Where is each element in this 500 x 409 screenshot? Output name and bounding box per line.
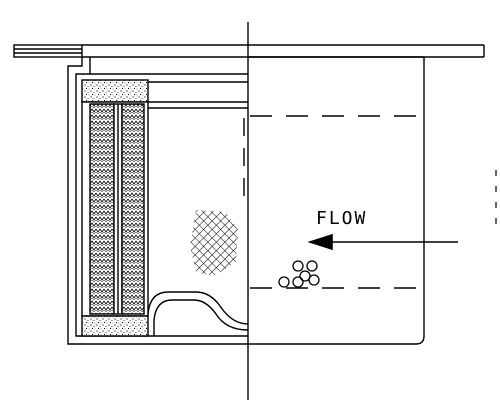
filter-bottom-cap bbox=[81, 315, 149, 337]
perforated-media bbox=[89, 103, 115, 315]
flow-label: FLOW bbox=[316, 208, 367, 229]
filter-element bbox=[81, 101, 149, 317]
housing-right-wall bbox=[248, 56, 425, 345]
top-flange bbox=[13, 44, 485, 58]
dashed-lines bbox=[243, 115, 424, 289]
mesh-screen bbox=[190, 210, 238, 276]
filter-top-cap bbox=[81, 79, 149, 103]
flow-arrow bbox=[307, 233, 458, 251]
bottom-cup bbox=[147, 101, 249, 336]
particles bbox=[278, 260, 320, 288]
